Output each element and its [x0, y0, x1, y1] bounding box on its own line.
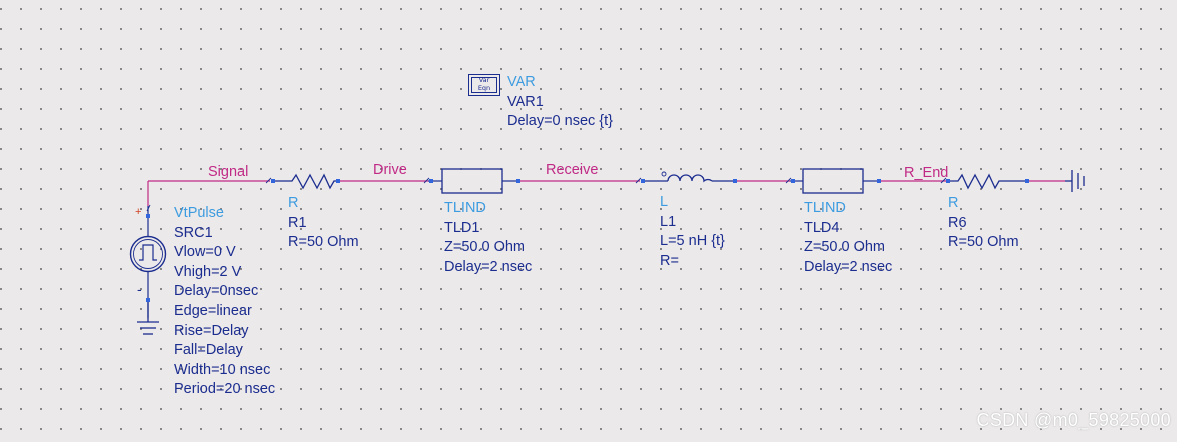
var-block-labels[interactable]: VAR VAR1 Delay=0 nsec {t}: [507, 73, 613, 132]
tld4-labels[interactable]: TLIND TLD4 Z=50.0 Ohm Delay=2 nsec: [804, 199, 892, 277]
r1-param: R=50 Ohm: [288, 234, 359, 251]
l1-type: L: [660, 194, 669, 210]
r1-name: R1: [288, 214, 307, 231]
src1-labels[interactable]: VtPulse SRC1 Vlow=0 V Vhigh=2 V Delay=0n…: [174, 204, 275, 400]
r1-labels[interactable]: R R1 R=50 Ohm: [288, 194, 359, 253]
var-equation-icon[interactable]: Var Eqn: [468, 74, 500, 96]
l1-name: L1: [660, 213, 677, 230]
resistor-icon-r1[interactable]: [265, 173, 340, 190]
tld4-param: Delay=2 nsec: [804, 258, 893, 275]
tld1-type: TLIND: [444, 200, 486, 216]
src1-param: Fall=Delay: [174, 342, 243, 359]
l1-param: R=: [660, 252, 679, 269]
src1-param: Width=10 nsec: [174, 361, 271, 378]
tld4-type: TLIND: [804, 200, 846, 216]
inductor-icon-l1[interactable]: [635, 171, 737, 184]
var-type: VAR: [507, 74, 536, 90]
src1-param: Vhigh=2 V: [174, 263, 242, 280]
var-icon-line1: Var: [478, 76, 490, 84]
transmission-line-icon-tld1[interactable]: [423, 168, 520, 194]
watermark: CSDN @m0_59825000: [976, 410, 1171, 430]
tld1-name: TLD1: [444, 219, 480, 236]
r6-name: R6: [948, 214, 967, 231]
src1-param: Period=20 nsec: [174, 381, 276, 398]
tld1-param: Delay=2 nsec: [444, 258, 533, 275]
src1-param: Delay=0nsec: [174, 283, 259, 300]
source-pins[interactable]: [146, 214, 150, 302]
main-wire[interactable]: [147, 180, 1065, 206]
src1-param: Rise=Delay: [174, 322, 249, 339]
net-label-drive[interactable]: Drive: [373, 162, 407, 178]
tld4-param: Z=50.0 Ohm: [804, 239, 885, 256]
transmission-line-icon-tld4[interactable]: [785, 168, 881, 194]
net-label-r-end[interactable]: R_End: [904, 165, 949, 181]
r6-labels[interactable]: R R6 R=50 Ohm: [948, 194, 1019, 253]
r6-param: R=50 Ohm: [948, 234, 1019, 251]
net-label-signal[interactable]: Signal: [208, 164, 249, 180]
l1-labels[interactable]: L L1 L=5 nH {t} R=: [660, 193, 725, 271]
src-minus-sign: -: [137, 281, 142, 297]
ground-icon-end[interactable]: [1065, 170, 1085, 192]
src1-param: Edge=linear: [174, 302, 252, 319]
r1-type: R: [288, 195, 299, 211]
src1-name: SRC1: [174, 224, 213, 241]
src1-type: VtPulse: [174, 205, 224, 221]
vtpulse-source-icon[interactable]: [129, 204, 167, 318]
tld1-labels[interactable]: TLIND TLD1 Z=50.0 Ohm Delay=2 nsec: [444, 199, 532, 277]
l1-param: L=5 nH {t}: [660, 233, 725, 250]
var-name: VAR1: [507, 93, 544, 110]
r6-type: R: [948, 195, 959, 211]
var-param-delay: Delay=0 nsec {t}: [507, 113, 614, 130]
src-plus-sign: +: [135, 206, 142, 218]
resistor-icon-r6[interactable]: [940, 173, 1029, 190]
tld1-param: Z=50.0 Ohm: [444, 239, 525, 256]
tld4-name: TLD4: [804, 219, 840, 236]
ground-icon-src[interactable]: [137, 302, 159, 335]
net-label-receive[interactable]: Receive: [546, 162, 599, 178]
var-icon-line2: Eqn: [477, 84, 491, 92]
src1-param: Vlow=0 V: [174, 244, 236, 261]
